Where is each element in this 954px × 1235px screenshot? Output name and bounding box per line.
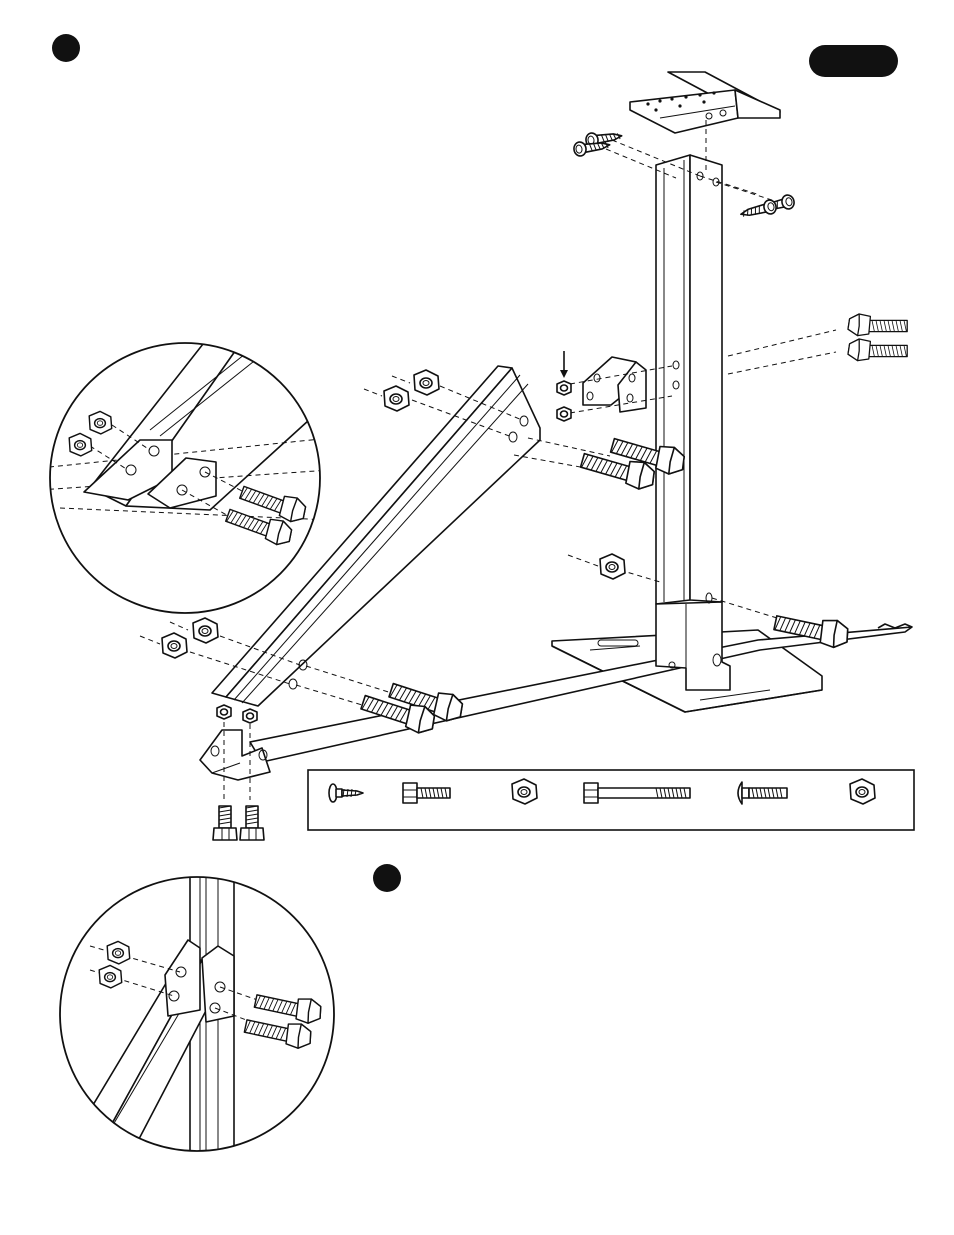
large-hex-nut-icon — [850, 779, 875, 804]
fasteners-main — [162, 129, 907, 840]
detail-view-top — [40, 330, 330, 613]
upright-post — [656, 155, 730, 690]
detail-view-bottom — [60, 870, 334, 1160]
step-number-badge-middle — [373, 864, 401, 892]
page-label-pill — [809, 45, 898, 77]
corner-bracket — [583, 357, 646, 412]
hardware-legend — [308, 770, 914, 830]
step-number-badge-top — [52, 34, 80, 62]
top-mounting-bracket — [630, 72, 780, 133]
small-hex-nut-icon — [512, 779, 537, 804]
